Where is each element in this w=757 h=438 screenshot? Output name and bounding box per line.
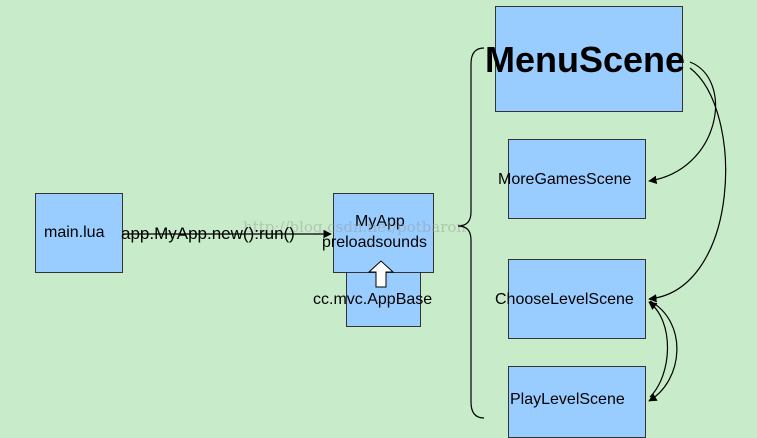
choose-level-scene-label: ChooseLevelScene [495, 291, 634, 308]
play-level-scene-node [508, 366, 646, 438]
menu-scene-label: MenuScene [485, 39, 686, 80]
main-lua-label: main.lua [44, 224, 105, 241]
playlevel-to-chooselevel-edge [648, 301, 669, 398]
more-games-scene-label: MoreGamesScene [498, 171, 632, 188]
appbase-label: cc.mvc.AppBase [313, 291, 433, 308]
main-lua-node [35, 193, 123, 273]
chooselevel-to-playlevel-edge [648, 300, 678, 402]
run-call-edge-label: app.MyApp.new():run() [121, 224, 295, 243]
more-games-scene-node [508, 139, 646, 219]
play-level-scene-label: PlayLevelScene [510, 391, 625, 408]
myapp-title-label: MyApp [355, 213, 405, 230]
myapp-sub-label: preloadsounds [322, 234, 427, 251]
watermark-text: http://blog.csdn.net/potbaron [243, 218, 467, 236]
choose-level-scene-node [508, 259, 646, 339]
